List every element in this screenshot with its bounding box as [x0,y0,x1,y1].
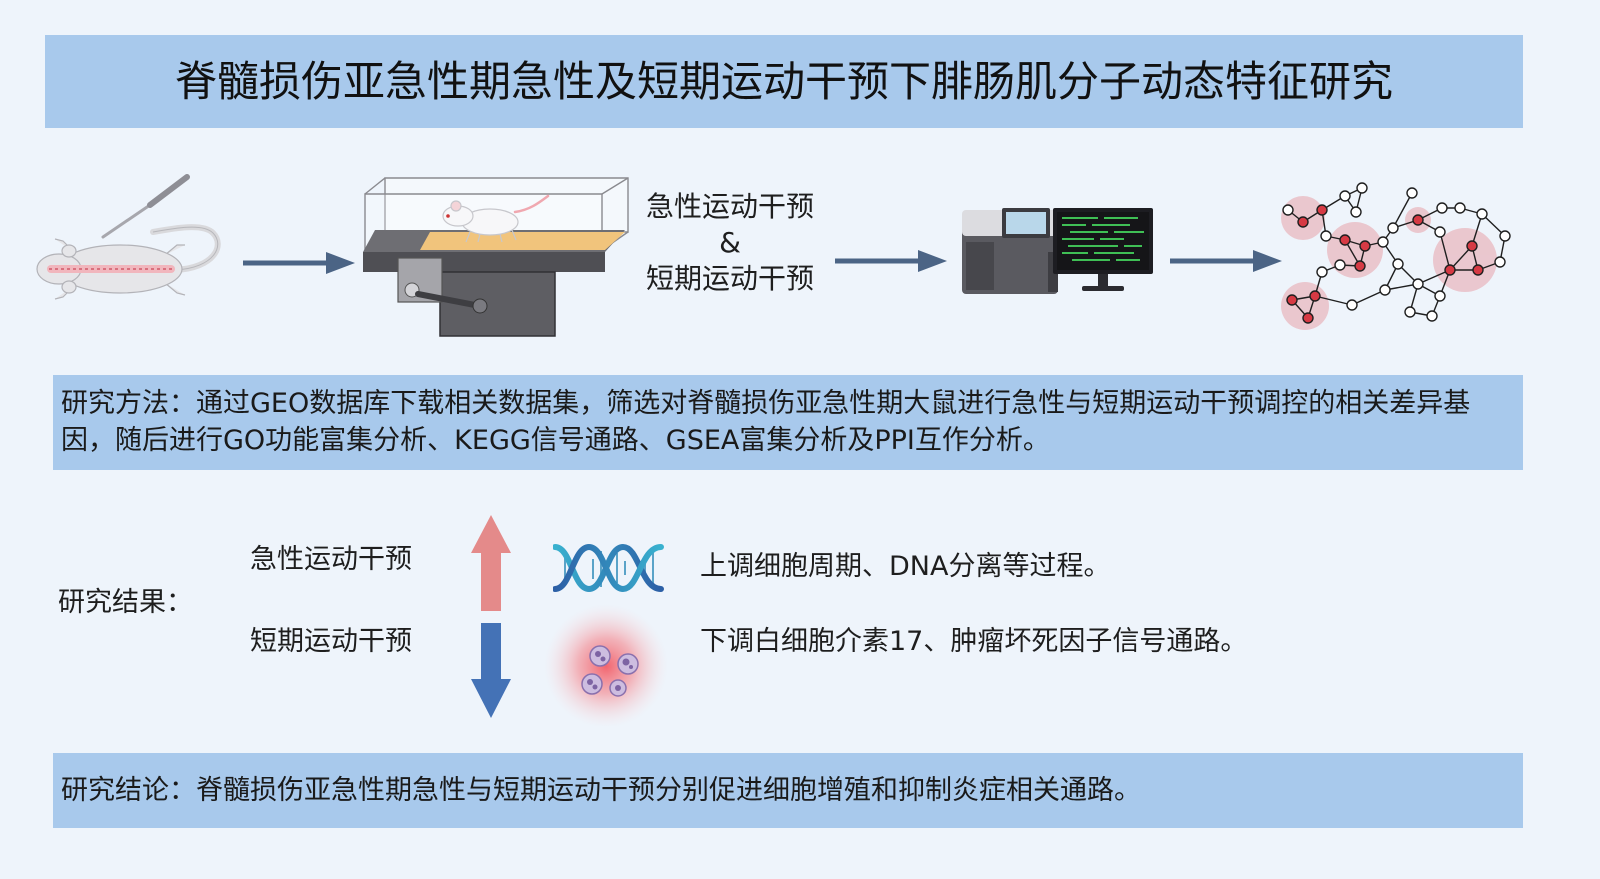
network-node [1434,290,1446,302]
intervention-label-ampersand: & [719,226,741,259]
network-node-hub [1412,214,1424,226]
conclusion-text: 研究结论：脊髓损伤亚急性期急性与短期运动干预分别促进细胞增殖和抑制炎症相关通路。 [61,775,1141,806]
network-node [1379,284,1391,296]
results-short-label: 短期运动干预 [250,626,412,657]
network-node [1404,306,1416,318]
treadmill-icon [363,177,629,337]
network-node [1436,202,1448,214]
network-node [1426,310,1438,322]
network-node [1346,299,1358,311]
network-node-hub [1472,264,1484,276]
inflamed-cells-icon [544,604,668,726]
up-arrow-icon [471,515,511,611]
ppi-network-icon [1281,182,1511,330]
network-node-hub [1286,294,1298,306]
results-acute-label: 急性运动干预 [250,544,412,575]
network-node-hub [1297,216,1309,228]
network-node-hub [1354,260,1366,272]
network-node-hub [1359,240,1371,252]
network-node-hub [1316,204,1328,216]
methods-text: 研究方法：通过GEO数据库下载相关数据集，筛选对脊髓损伤亚急性期大鼠进行急性与短… [61,388,1471,456]
results-label: 研究结果： [58,587,193,618]
network-node-hub [1339,234,1351,246]
network-node [1334,259,1346,271]
intervention-label-short: 短期运动干预 [645,262,814,295]
network-node-hub [1444,264,1456,276]
network-node [1282,204,1294,216]
network-node [1339,190,1351,202]
page-title: 脊髓损伤亚急性期急性及短期运动干预下腓肠肌分子动态特征研究 [174,57,1393,106]
network-node [1476,208,1488,220]
network-node [1316,266,1328,278]
network-node-hub [1466,240,1478,252]
network-node [1412,278,1424,290]
flow-arrow-3 [1170,250,1282,272]
sequencer-icon [962,208,1153,294]
sci-rat-surgery-icon [36,174,221,300]
network-node [1392,258,1404,270]
network-node [1434,226,1446,238]
network-node [1387,222,1399,234]
network-node-hub [1309,290,1321,302]
dna-helix-icon [553,543,664,593]
network-node-hub [1302,312,1314,324]
title-banner: 脊髓损伤亚急性期急性及短期运动干预下腓肠肌分子动态特征研究 [45,35,1523,128]
network-node [1494,256,1506,268]
methods-box: 研究方法：通过GEO数据库下载相关数据集，筛选对脊髓损伤亚急性期大鼠进行急性与短… [53,375,1523,470]
network-node [1320,230,1332,242]
network-node [1356,182,1368,194]
flow-arrow-1 [243,252,355,274]
network-node [1454,202,1466,214]
upregulated-text: 上调细胞周期、DNA分离等过程。 [700,551,1111,582]
network-node [1377,236,1389,248]
flow-arrow-2 [835,250,947,272]
network-node [1406,187,1418,199]
downregulated-text: 下调白细胞介素17、肿瘤坏死因子信号通路。 [700,626,1248,657]
network-node [1499,230,1511,242]
intervention-label-acute: 急性运动干预 [645,190,814,223]
conclusion-box: 研究结论：脊髓损伤亚急性期急性与短期运动干预分别促进细胞增殖和抑制炎症相关通路。 [53,753,1523,828]
down-arrow-icon [471,623,511,718]
network-node [1350,206,1362,218]
